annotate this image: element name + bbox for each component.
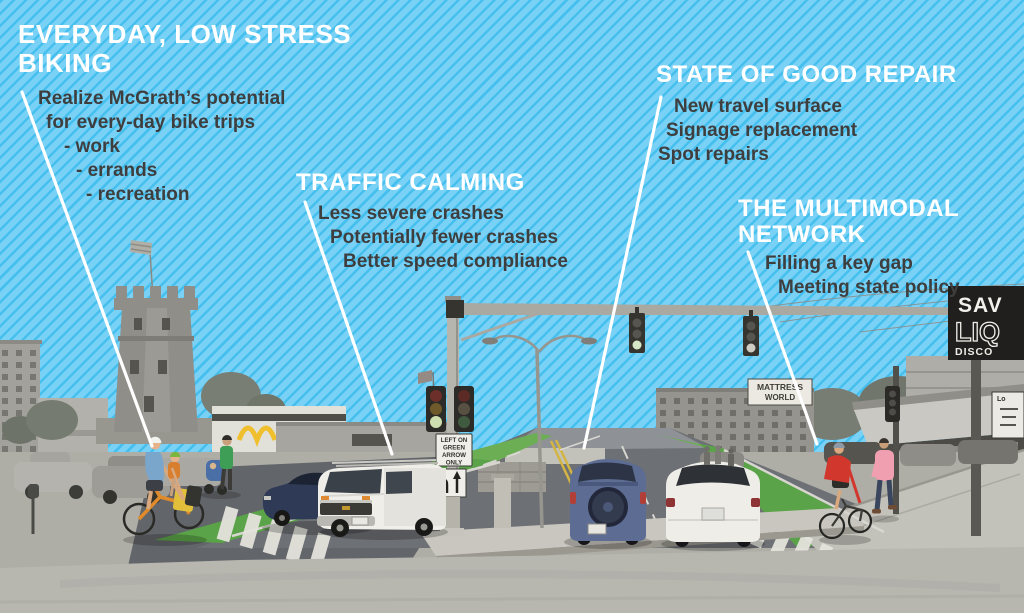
mattress-sign-line2: WORLD	[765, 393, 795, 402]
liquor-sign-line2: LIQ	[955, 317, 1000, 347]
white-van	[317, 459, 446, 537]
left-turn-sign: LEFT ON GREEN ARROW ONLY	[435, 433, 473, 467]
pavement-texture	[59, 569, 1001, 592]
leader-line-calming	[303, 200, 394, 456]
callout-state-of-good-repair: STATE OF GOOD REPAIR New travel surface …	[656, 61, 996, 167]
kid-helmet	[169, 451, 181, 457]
callout-line: Realize McGrath’s potential	[38, 88, 286, 110]
callout-line: for every-day bike trips	[46, 112, 256, 134]
hanging-signal-icon	[743, 310, 759, 356]
pedestrian-pink	[869, 438, 899, 523]
bike-helmet	[833, 442, 845, 448]
callout-line: Filling a key gap	[765, 252, 913, 274]
left-turn-sign-line3: ARROW	[442, 452, 466, 459]
tandem-bike-family	[122, 436, 207, 546]
pavement-seam	[0, 594, 1024, 604]
pedestrians-distant	[704, 445, 734, 466]
callout-traffic-calming: TRAFFIC CALMING Less severe crashes Pote…	[296, 169, 626, 274]
callout-line: Potentially fewer crashes	[330, 227, 559, 249]
hanging-signal-icon	[629, 307, 645, 353]
mattress-sign-line1: MATTRESS	[757, 382, 803, 392]
street-light-icon	[482, 334, 597, 529]
white-suv	[666, 461, 760, 547]
left-turn-sign-line2: GREEN	[443, 445, 466, 452]
us-flag-icon	[130, 240, 152, 255]
crosswalk-left	[216, 505, 331, 569]
golden-arches-icon	[236, 425, 278, 448]
bike-wheel-icon	[818, 512, 846, 540]
sidewalk-signal-icon	[885, 366, 900, 514]
callout-line: Signage replacement	[666, 120, 858, 142]
leader-line-biking	[20, 90, 154, 448]
callout-multimodal-network: THE MULTIMODAL NETWORK Filling a key gap…	[738, 195, 968, 300]
cyclist-red	[818, 442, 873, 545]
prospect-hill-tower	[114, 240, 198, 432]
callout-line: New travel surface	[674, 96, 842, 118]
foreground-pavement	[0, 547, 1024, 613]
left-turn-sign-line4: ONLY	[446, 460, 463, 467]
callout-title-state-of-good-repair: STATE OF GOOD REPAIR	[656, 61, 957, 88]
callout-title-everyday-biking: EVERYDAY, LOW STRESS BIKING	[18, 19, 352, 78]
concrete-pedestal	[494, 478, 511, 528]
callout-line: Meeting state policy	[778, 276, 960, 298]
stroller-person	[201, 435, 241, 499]
left-turn-sign-line1: LEFT ON	[441, 437, 468, 444]
liquor-sign-line1: SAV	[958, 294, 1003, 317]
pole-signal-heads-icon	[426, 386, 474, 432]
callout-line: - errands	[76, 160, 158, 181]
leader-line-network	[746, 250, 819, 446]
leader-lines	[20, 90, 819, 456]
blue-suv	[570, 459, 646, 545]
callout-title-multimodal-network: THE MULTIMODAL NETWORK	[738, 195, 959, 249]
callout-line: - recreation	[86, 183, 190, 205]
traffic-signal-mast: LEFT ON GREEN ARROW ONLY	[426, 296, 1024, 536]
parking-meter-icon	[28, 484, 39, 534]
callout-line: - work	[64, 136, 120, 158]
bike-wheel-icon	[122, 502, 156, 536]
liquor-store-sign: SAV LIQ DISCO	[948, 286, 1024, 536]
liquor-sign-line3: DISCO	[955, 346, 993, 358]
callout-line: Better speed compliance	[343, 251, 568, 273]
leader-line-repair	[582, 95, 663, 450]
callout-everyday-biking: EVERYDAY, LOW STRESS BIKING Realize McGr…	[18, 20, 352, 207]
callout-title-traffic-calming: TRAFFIC CALMING	[296, 169, 525, 196]
pannier-bag-dark	[184, 485, 203, 507]
marquee-label: Lo	[997, 396, 1006, 403]
bike-cap	[149, 436, 162, 443]
mattress-world-sign: MATTRESS WORLD	[747, 378, 813, 406]
callout-line: Less severe crashes	[318, 203, 504, 225]
crest-wall	[505, 448, 605, 464]
callout-line: Spot repairs	[658, 144, 769, 166]
marquee-sign: Lo	[991, 391, 1024, 439]
